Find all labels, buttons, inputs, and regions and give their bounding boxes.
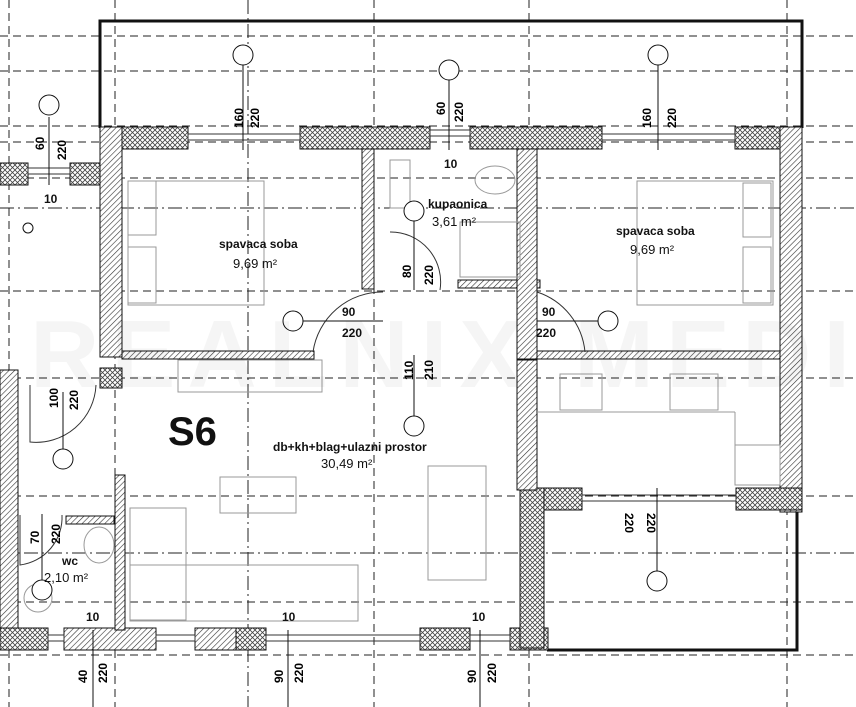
- dim-b1-window-height: 220: [248, 107, 262, 128]
- dim-kitchen-door-height: 220: [644, 513, 658, 534]
- dim-wc-door-height: 220: [49, 523, 63, 544]
- watermark: REALNIX MEDIA: [30, 300, 856, 410]
- room-area-bathroom: 3,61 m²: [432, 214, 477, 229]
- dim-sill-bottom-2: 10: [282, 610, 296, 624]
- dim-tl-window-width: 60: [33, 136, 47, 150]
- dim-door-b2-width: 90: [542, 305, 556, 319]
- dim-sill-bottom-3: 10: [472, 610, 486, 624]
- dim-passage-width: 110: [402, 360, 416, 380]
- dim-passage-height: 210: [422, 359, 436, 380]
- dim-bath-door-width: 80: [400, 264, 414, 278]
- room-area-wc: 2,10 m²: [44, 570, 89, 585]
- dim-bath-window-width: 60: [434, 101, 448, 115]
- dim-bottom-1-height: 220: [96, 662, 110, 683]
- dim-wc-door-width: 70: [28, 530, 42, 544]
- dim-sill-top-left: 10: [44, 192, 58, 206]
- dim-kitchen-door-width: 220: [622, 513, 636, 534]
- dim-bath-door-height: 220: [422, 264, 436, 285]
- room-name-living: db+kh+blag+ulazni prostor: [273, 440, 427, 454]
- dim-bath-window-height: 220: [452, 101, 466, 122]
- dim-bottom-1-width: 40: [76, 669, 90, 683]
- dim-bottom-2-height: 220: [292, 662, 306, 683]
- room-name-bathroom: kupaonica: [428, 197, 488, 211]
- dim-bottom-2-width: 90: [272, 669, 286, 683]
- room-name-bedroom-2: spavaca soba: [616, 224, 695, 238]
- dim-entry-door-height: 220: [67, 389, 81, 410]
- room-name-bedroom-1: spavaca soba: [219, 237, 298, 251]
- dim-b2-window-height: 220: [665, 107, 679, 128]
- dim-sill-bath: 10: [444, 157, 458, 171]
- dim-entry-door-width: 100: [47, 387, 61, 408]
- room-area-bedroom-1: 9,69 m²: [233, 256, 278, 271]
- dim-b1-window-width: 160: [232, 107, 246, 128]
- room-area-bedroom-2: 9,69 m²: [630, 242, 675, 257]
- dim-sill-bottom-1: 10: [86, 610, 100, 624]
- dim-b2-window-width: 160: [640, 107, 654, 128]
- dim-door-b1-height: 220: [342, 326, 363, 340]
- dim-tl-window-height: 220: [55, 139, 69, 160]
- unit-label: S6: [168, 410, 217, 454]
- dim-bottom-3-height: 220: [485, 662, 499, 683]
- dim-door-b2-height: 220: [536, 326, 557, 340]
- dim-bottom-3-width: 90: [465, 669, 479, 683]
- room-area-living: 30,49 m²: [321, 456, 373, 471]
- room-name-wc: wc: [62, 554, 79, 568]
- dim-door-b1-width: 90: [342, 305, 356, 319]
